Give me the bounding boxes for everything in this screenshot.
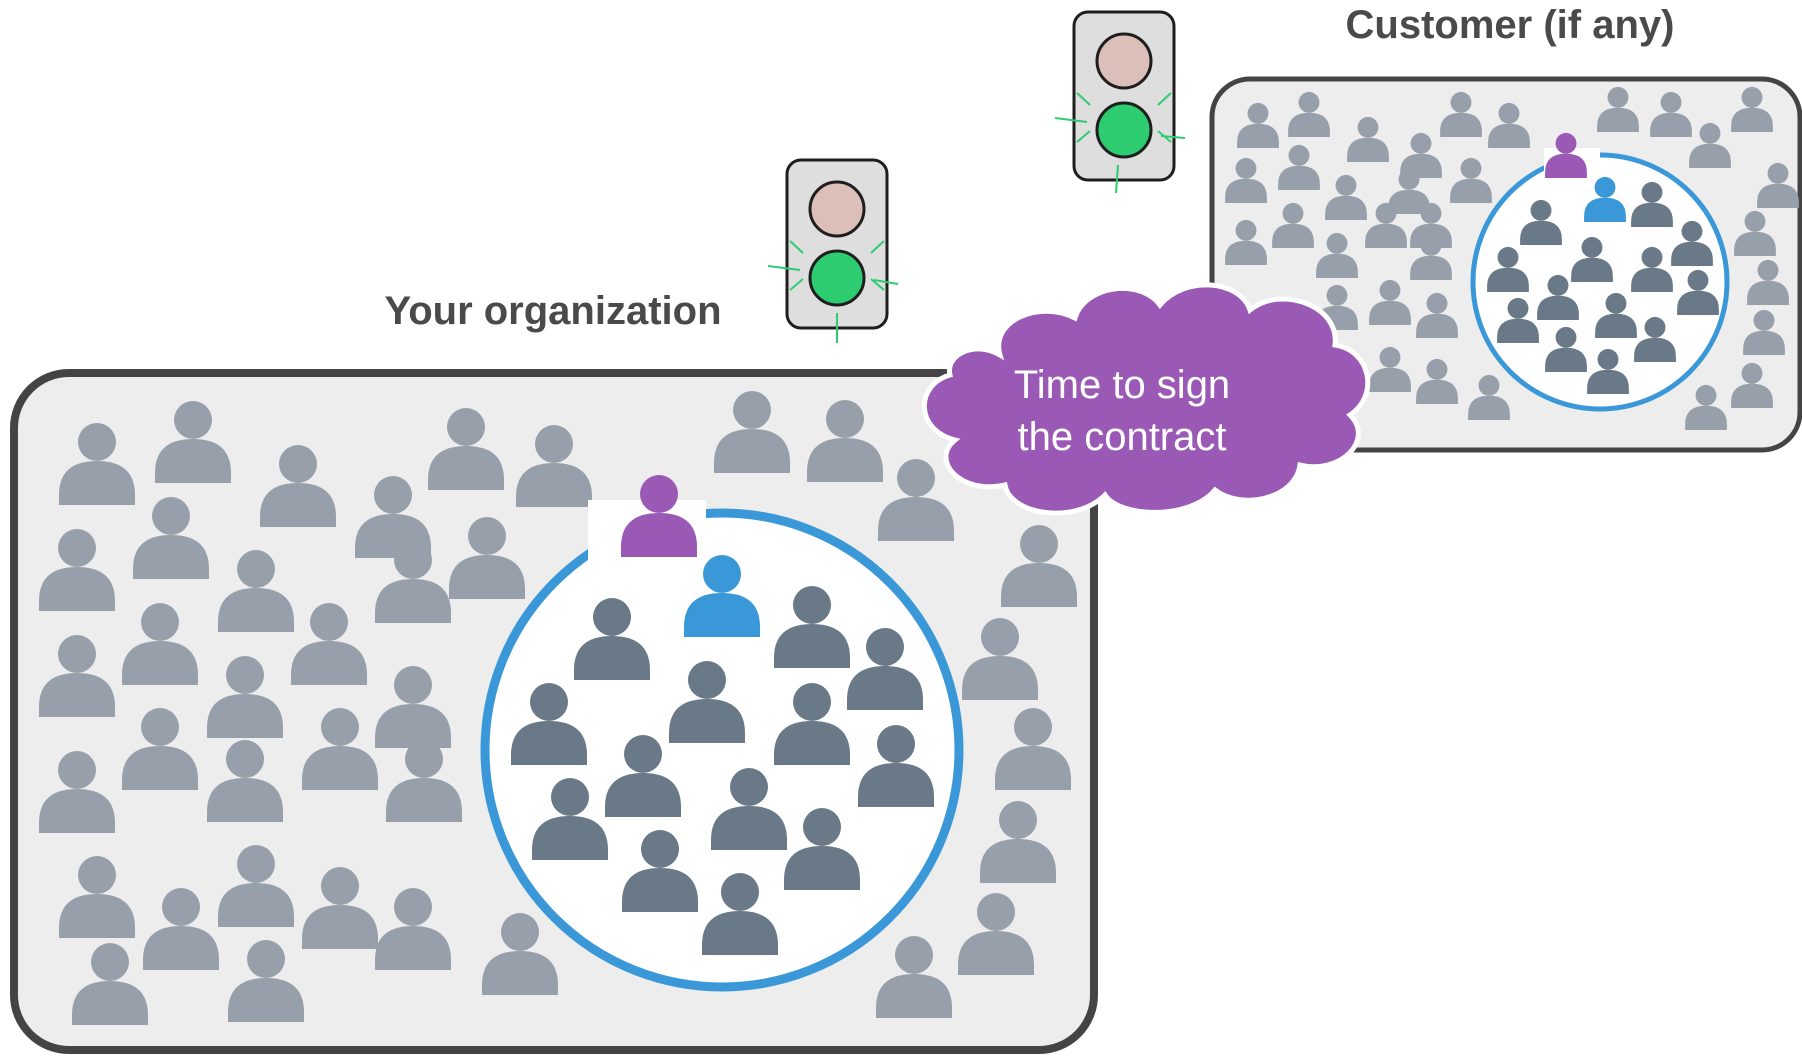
org-label: Your organization <box>384 289 721 333</box>
cloud-text-line2: the contract <box>1017 415 1226 459</box>
cloud-shape <box>921 282 1371 516</box>
traffic-light-icon <box>1054 10 1186 194</box>
cloud-text-line1: Time to sign <box>1014 363 1230 407</box>
cloud-callout: Time to sign the contract <box>921 282 1371 516</box>
org-panel <box>10 369 1098 1054</box>
traffic-light-icon <box>767 158 899 343</box>
customer-label: Customer (if any) <box>1346 3 1675 47</box>
